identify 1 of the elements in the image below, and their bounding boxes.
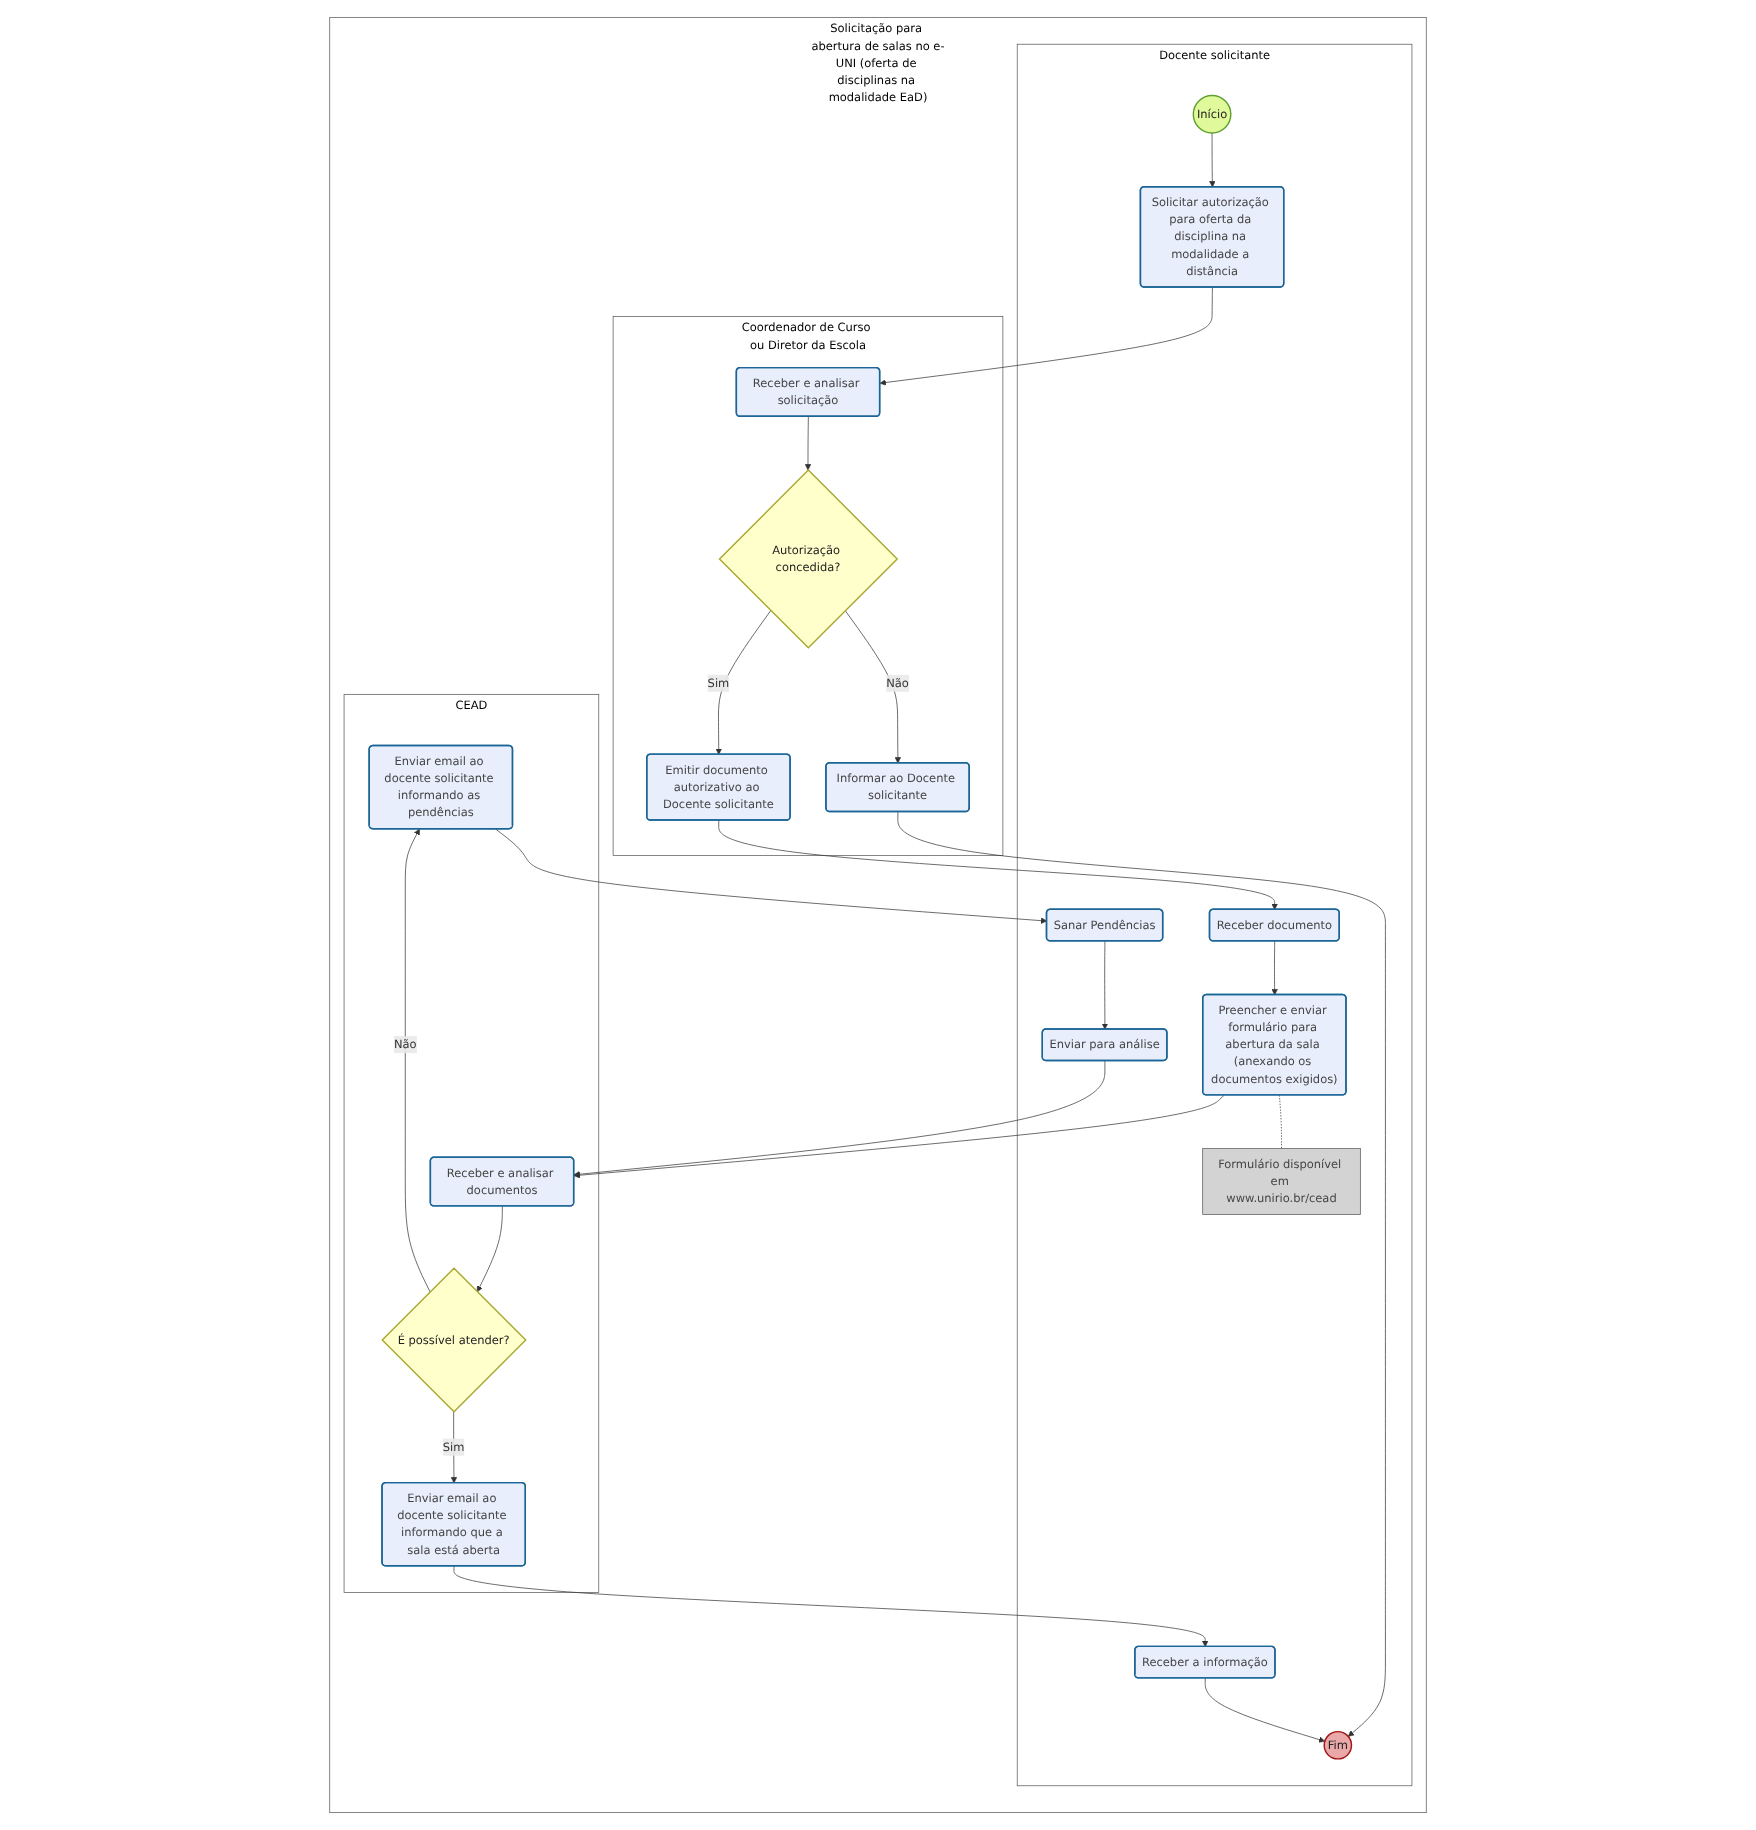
connector (1279, 1094, 1282, 1149)
